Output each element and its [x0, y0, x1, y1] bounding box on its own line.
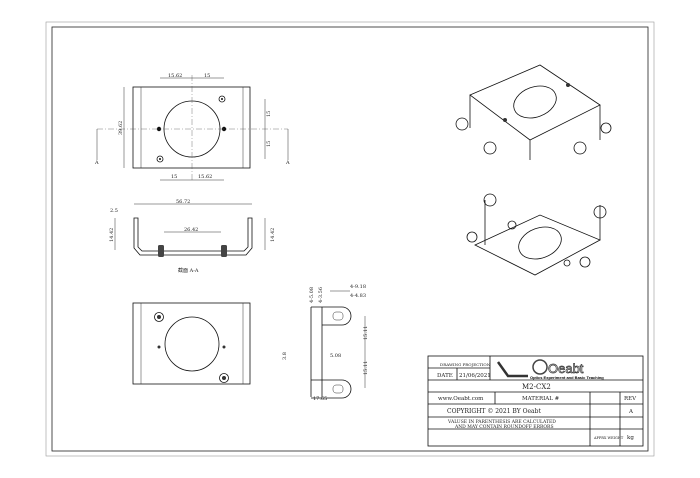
dim-label: 39.62 — [118, 121, 124, 135]
dim-label: 14.42 — [109, 228, 115, 242]
dim-label: 15.62 — [198, 174, 212, 180]
oeabt-logo: Oeabt Optics Experiment and Basic Teachi… — [496, 359, 604, 380]
bottom-view — [132, 302, 251, 385]
rev-label: REV — [624, 396, 637, 402]
dim-label: 14.42 — [270, 228, 276, 242]
material-label: MATERIAL # — [522, 396, 560, 402]
weight-label: APPRX WEIGHT — [593, 436, 624, 440]
drawing-projection-label: DRAWING PROJECTION — [440, 362, 491, 367]
date-value: 21/06/2021 — [459, 373, 491, 379]
website: www.Oeabt.com — [438, 396, 484, 402]
note-line-2: AND MAY CONTAIN ROUNDOFF ERRORS — [454, 424, 554, 430]
side-view: 4-5.08 4-3.56 4-9.18 4-4.83 15.11 15.11 … — [282, 284, 369, 402]
date-label: DATE — [437, 373, 453, 379]
dim-label: 4-9.18 — [350, 284, 366, 290]
dim-label: 4-5.08 — [309, 287, 315, 303]
section-caption: 截面 A-A — [178, 267, 199, 274]
dim-label: 4-3.56 — [318, 287, 324, 303]
logo-tagline: Optics Experiment and Basic Teaching — [530, 375, 604, 380]
dim-label: 17.65 — [313, 396, 327, 402]
dim-label: 15 — [266, 111, 272, 117]
dim-label: 15.62 — [168, 73, 182, 79]
front-view: 15.62 15 15 15 39.62 15 15.62 A A — [94, 73, 290, 181]
weight-unit: kg — [627, 435, 634, 441]
section-mark: A — [285, 160, 290, 166]
dim-label: 26.42 — [184, 227, 198, 233]
dim-label: 3.8 — [282, 352, 288, 360]
rev-value: A — [628, 409, 634, 415]
dim-label: 15.11 — [363, 361, 369, 375]
logo-text: Oeabt — [548, 361, 584, 376]
copyright: COPYRIGHT © 2021 BY Oeabt — [447, 408, 541, 415]
dim-label: 15 — [266, 141, 272, 147]
dim-label: 15 — [171, 174, 177, 180]
dim-label: 56.72 — [176, 199, 190, 205]
sheet-outer-border — [45, 21, 655, 457]
isometric-view-top — [455, 64, 612, 160]
section-view: 56.72 2.5 14.42 26.42 14.42 截面 A-A — [109, 199, 276, 274]
note-line-1: VALUSE IN PARENTHESIS ARE CALCULATED — [447, 419, 556, 425]
title-block: DRAWING PROJECTION DATE 21/06/2021 Oeabt… — [427, 355, 644, 447]
section-mark: A — [94, 160, 99, 166]
sheet-inner-border — [51, 26, 649, 452]
dim-label: 15 — [204, 73, 210, 79]
dim-label: 2.5 — [110, 208, 118, 214]
isometric-view-bottom — [466, 193, 607, 276]
dim-label: 4-4.83 — [350, 293, 366, 299]
part-name: M2-CX2 — [522, 383, 551, 391]
dim-label: 5.08 — [330, 353, 341, 359]
dim-label: 15.11 — [363, 326, 369, 340]
